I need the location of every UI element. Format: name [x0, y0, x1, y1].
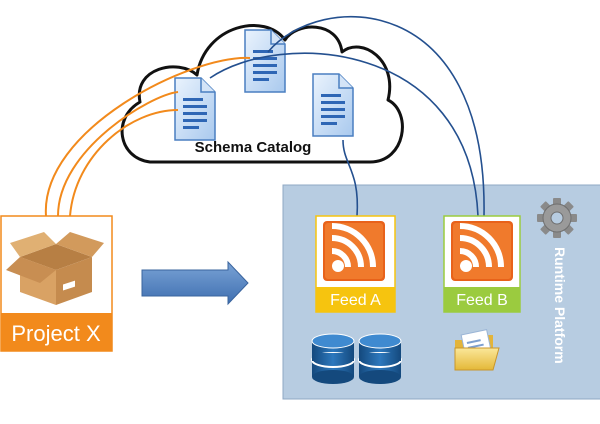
rss-icon — [451, 221, 513, 281]
cardboard-box-icon — [6, 232, 104, 305]
document-icon — [244, 29, 286, 93]
runtime-platform-label: Runtime Platform — [552, 247, 568, 364]
right-arrow-icon — [141, 260, 249, 306]
rss-icon — [323, 221, 385, 281]
folder-icon — [454, 329, 500, 371]
feed-connectors — [209, 16, 485, 217]
gear-icon — [537, 198, 577, 238]
project-x-label: Project X — [11, 321, 101, 346]
schema-catalog-label: Schema Catalog — [195, 139, 312, 156]
database-icon — [311, 333, 355, 384]
feed-a-label: Feed A — [330, 292, 381, 309]
feed-b-label: Feed B — [456, 292, 508, 309]
database-icon — [358, 333, 402, 384]
document-icon — [174, 77, 216, 141]
project-connectors — [44, 56, 251, 217]
document-icon — [312, 73, 354, 137]
